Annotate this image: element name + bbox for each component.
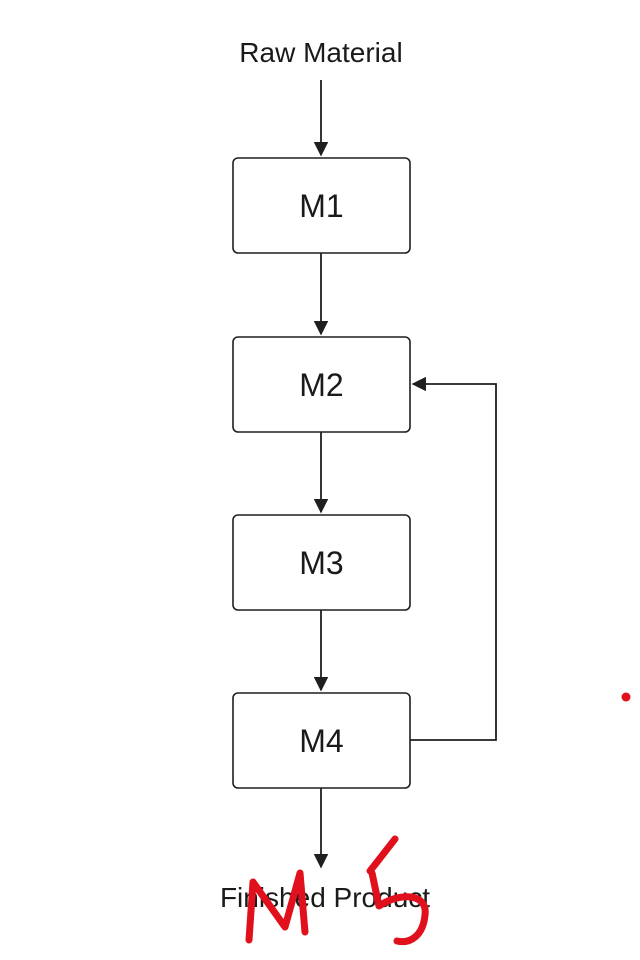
node-m3: M3 <box>232 514 411 611</box>
edge-m4-to-m2-feedback <box>410 376 497 741</box>
red-dot-mark <box>621 692 631 702</box>
node-m2-label: M2 <box>299 367 343 403</box>
node-m2-box <box>232 336 411 433</box>
node-m1-box <box>232 157 411 254</box>
handwritten-m-stroke <box>245 869 309 944</box>
handwritten-5-body-stroke <box>368 869 429 946</box>
handwritten-5-top-stroke <box>366 835 399 875</box>
node-m3-label: M3 <box>299 545 343 581</box>
node-m3-box <box>232 514 411 611</box>
node-m4: M4 <box>232 692 411 789</box>
node-m1-label: M1 <box>299 188 343 224</box>
handwritten-m5-annotation: M5 <box>245 835 429 946</box>
raw-material-label: Raw Material <box>239 37 402 68</box>
node-m4-box <box>232 692 411 789</box>
node-m2: M2 <box>232 336 411 433</box>
node-m4-label: M4 <box>299 723 343 759</box>
node-m1: M1 <box>232 157 411 254</box>
